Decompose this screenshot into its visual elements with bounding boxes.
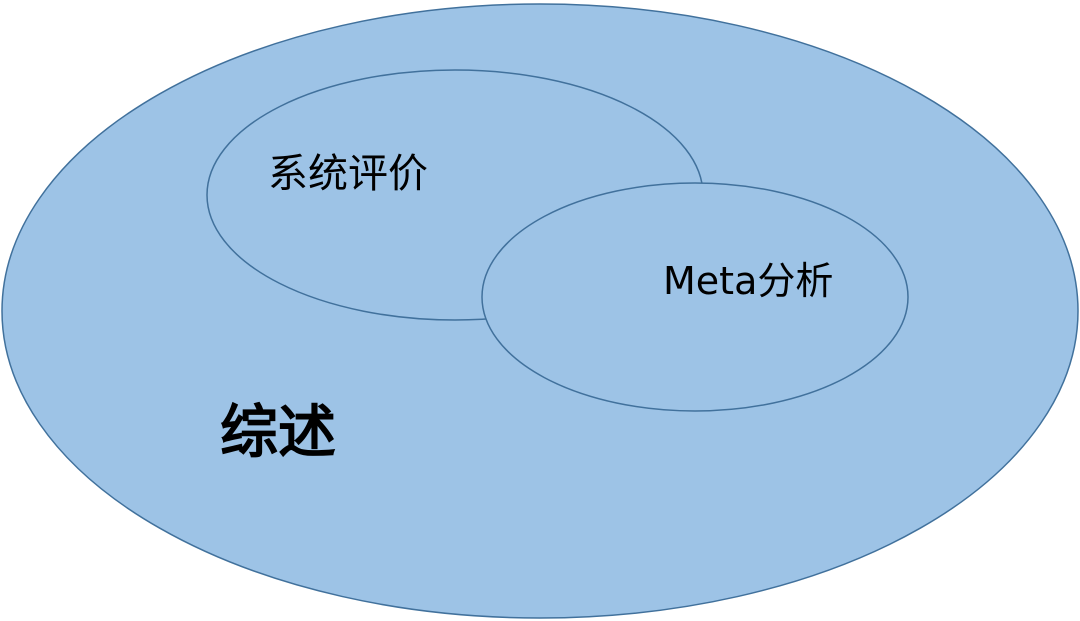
label-review: 综述 (220, 398, 337, 466)
label-systematic-review: 系统评价 (268, 151, 428, 197)
ellipse-meta-analysis (481, 182, 909, 412)
label-meta-analysis: Meta分析 (663, 259, 834, 303)
